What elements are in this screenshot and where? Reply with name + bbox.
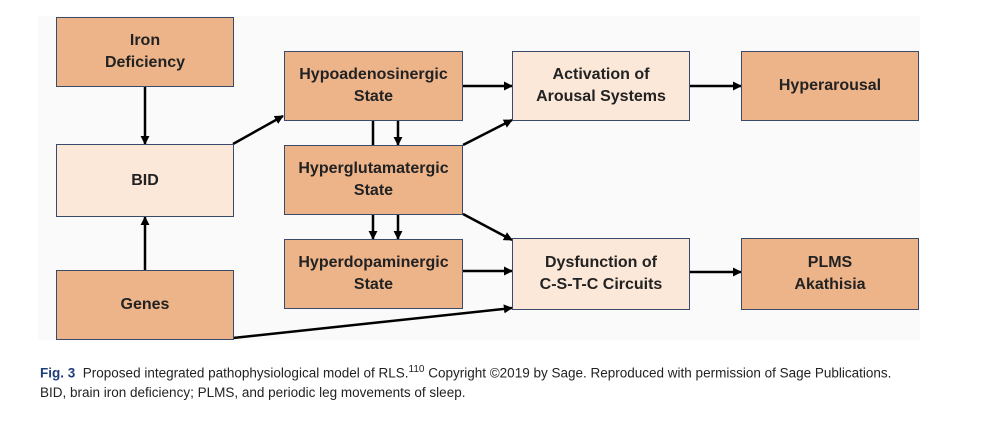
arrow-hyperglutamatergic-to-activation (462, 118, 513, 147)
box-genes: Genes (56, 270, 234, 340)
box-activation-of-arousal-systems: Activation of Arousal Systems (512, 51, 690, 121)
box-hyperdopaminergic-state: Hyperdopaminergic State (284, 239, 463, 309)
figure-caption: Fig. 3 Proposed integrated pathophysiolo… (40, 360, 960, 402)
box-plms-akathisia: PLMS Akathisia (741, 238, 919, 310)
arrow-bid-to-hypoadenosinergic (232, 114, 284, 146)
caption-reference: 110 (408, 364, 425, 375)
box-hypoadenosinergic-state: Hypoadenosinergic State (284, 51, 463, 121)
caption-text-part-2: Copyright ©2019 by Sage. Reproduced with… (424, 365, 892, 381)
caption-line-2: BID, brain iron deficiency; PLMS, and pe… (40, 384, 466, 400)
box-bid: BID (56, 144, 234, 217)
box-hyperglutamatergic-state: Hyperglutamatergic State (284, 145, 463, 215)
figure-label: Fig. 3 (40, 365, 76, 381)
arrow-genes-to-dysfunction (232, 304, 513, 340)
box-iron-deficiency: Iron Deficiency (56, 17, 234, 87)
box-dysfunction-of-cstc-circuits: Dysfunction of C-S-T-C Circuits (512, 238, 690, 310)
arrow-hyperglutamatergic-to-dysfunction (462, 212, 513, 242)
caption-text-part-1: Proposed integrated pathophysiological m… (82, 365, 409, 381)
caption-line-1: Fig. 3 Proposed integrated pathophysiolo… (40, 360, 960, 383)
box-hyperarousal: Hyperarousal (741, 51, 919, 121)
